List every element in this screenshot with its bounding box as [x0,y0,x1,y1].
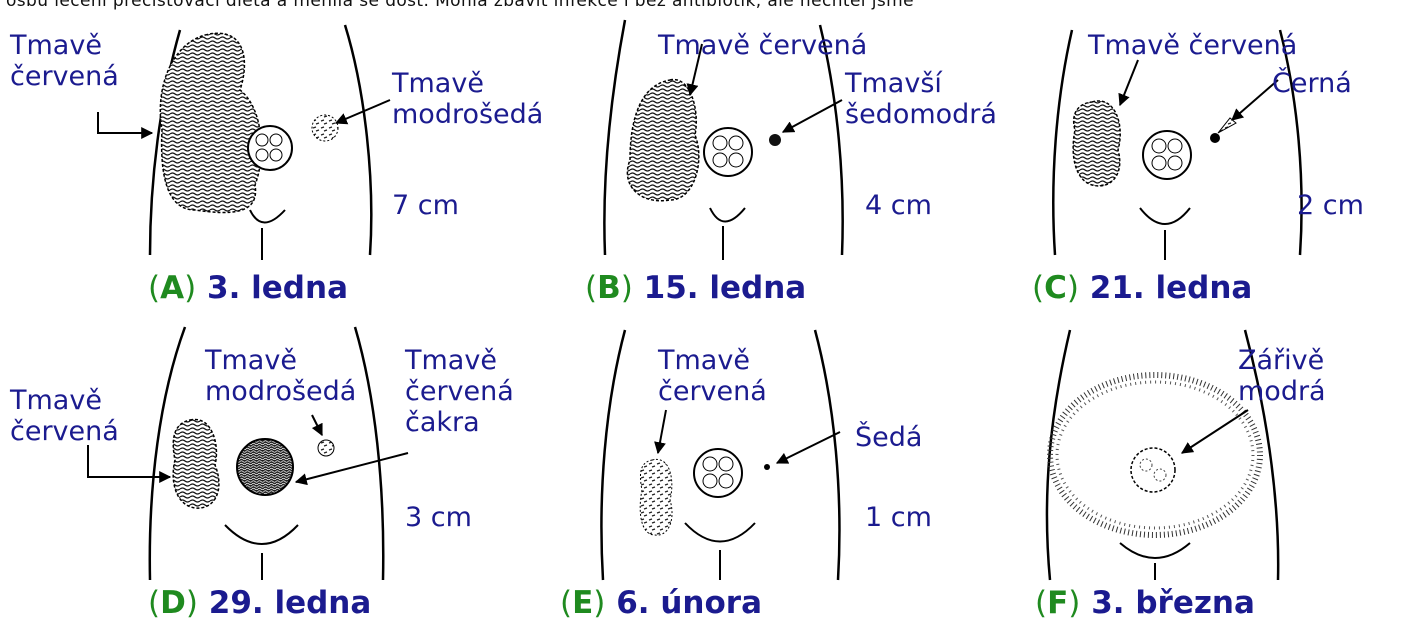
label-bright-blue: Zářivě modrá [1238,345,1326,407]
caption-e: (E) 6. února [560,585,762,621]
size-label: 3 cm [405,502,472,533]
follicle-cluster [1143,131,1191,179]
size-label: 2 cm [1297,190,1364,221]
size-label: 7 cm [392,190,459,221]
caption-b: (B) 15. ledna [585,270,806,306]
label-dark-red: Tmavě červená [10,385,119,447]
label-black: Černá [1272,68,1352,99]
label-dark-red: Tmavě červená [10,30,119,92]
panel-f-drawing [960,315,1400,615]
follicle-cluster [248,126,292,170]
follicle-cluster [694,449,742,497]
panel-f: Zářivě modrá (F) 3. března [960,315,1400,615]
panel-d: Tmavě červená Tmavě modrošedá Tmavě červ… [0,315,440,615]
dark-follicle [237,439,293,495]
label-dark-red: Tmavě červená [1088,30,1297,61]
label-dark-red: Tmavě červená [658,345,767,407]
label-dark-blue-gray: Tmavě modrošedá [205,345,356,407]
size-label: 4 cm [865,190,932,221]
label-dark-red: Tmavě červená [658,30,867,61]
panel-a: Tmavě červená Tmavě modrošedá 7 cm (A) 3… [0,0,440,300]
panel-c: Tmavě červená Černá 2 cm (C) 21. ledna [960,0,1400,300]
panel-e: Tmavě červená Šedá 1 cm (E) 6. února [480,315,920,615]
label-gray: Šedá [855,422,922,453]
caption-f: (F) 3. března [1035,585,1255,621]
panel-b: Tmavě červená Tmavší šedomodrá 4 cm (B) … [480,0,920,300]
size-label: 1 cm [865,502,932,533]
caption-d: (D) 29. ledna [148,585,371,621]
caption-c: (C) 21. ledna [1032,270,1252,306]
follicle-cluster [704,128,752,176]
caption-a: (A) 3. ledna [148,270,348,306]
